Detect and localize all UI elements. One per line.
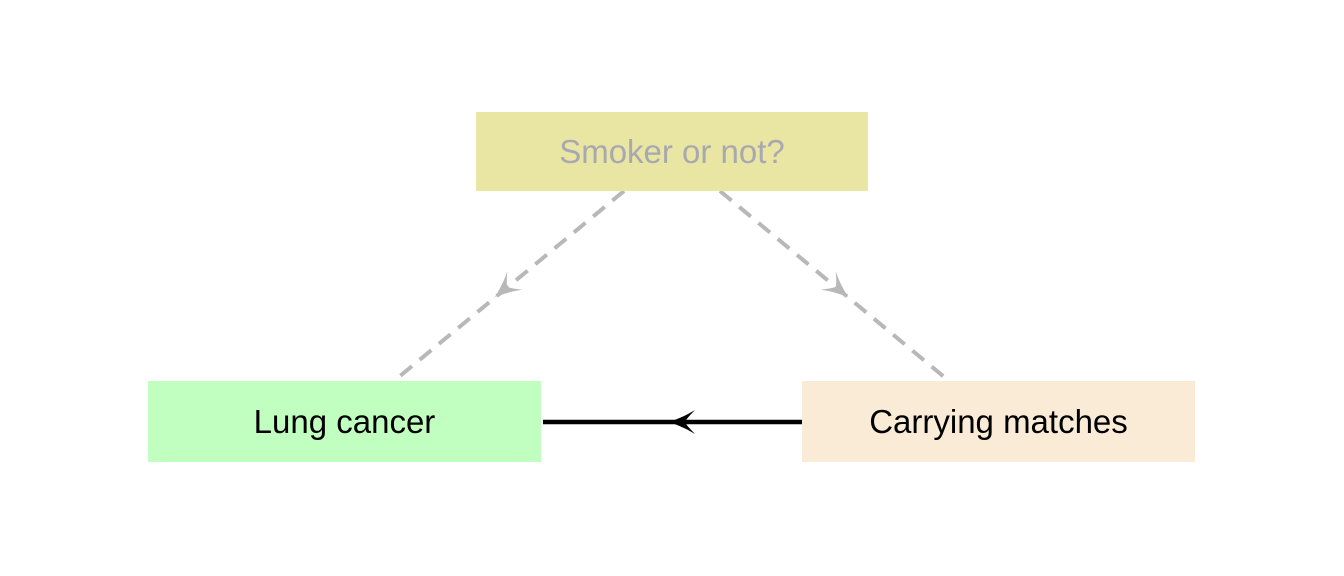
- node-lung-cancer: Lung cancer: [148, 381, 541, 462]
- edge-line-dashed: [718, 189, 951, 383]
- node-label: Lung cancer: [253, 403, 436, 440]
- edge-line-dashed: [392, 189, 626, 383]
- node-label: Carrying matches: [869, 403, 1128, 440]
- node-smoker-or-not: Smoker or not?: [476, 112, 868, 191]
- arrowhead-icon: [487, 271, 523, 307]
- node-carrying-matches: Carrying matches: [802, 381, 1195, 462]
- edge-smoker-to-lung-cancer: [392, 189, 626, 383]
- edge-carrying-matches-to-lung-cancer: [543, 410, 802, 434]
- node-label: Smoker or not?: [559, 133, 785, 170]
- edge-smoker-to-carrying-matches: [718, 189, 951, 383]
